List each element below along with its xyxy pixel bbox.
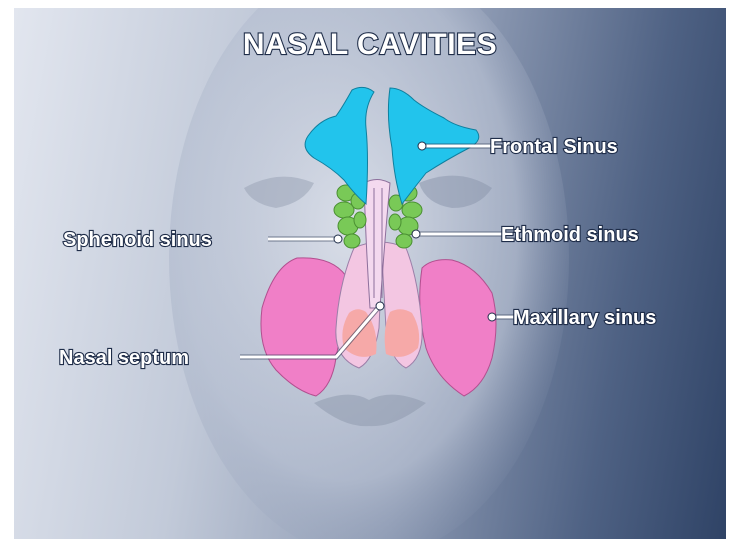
label-maxillary-sinus: Maxillary sinus <box>513 307 656 329</box>
label-nasal-septum: Nasal septum <box>59 347 189 369</box>
diagram-title: NASAL CAVITIES <box>243 28 497 61</box>
diagram-frame: NASAL CAVITIES Frontal Sinus Sphenoid si… <box>14 8 726 539</box>
label-frontal-sinus: Frontal Sinus <box>490 136 618 158</box>
nasal-cavities-diagram: NASAL CAVITIES Frontal Sinus Sphenoid si… <box>14 8 726 539</box>
label-sphenoid-sinus: Sphenoid sinus <box>63 229 212 251</box>
label-ethmoid-sinus: Ethmoid sinus <box>501 224 639 246</box>
